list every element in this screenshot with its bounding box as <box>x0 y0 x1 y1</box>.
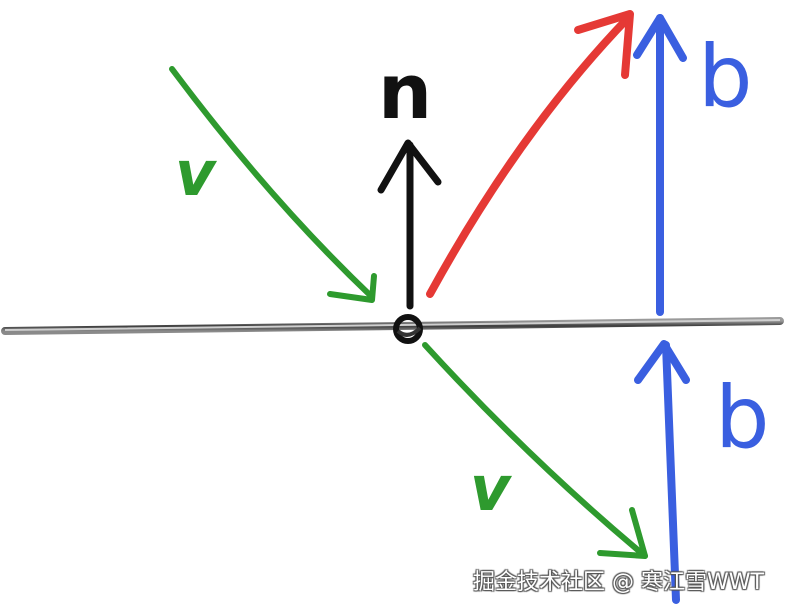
label-b-upper: b <box>698 27 753 127</box>
b-vector-upper <box>633 14 687 316</box>
watermark-text: 掘金技术社区 @ 寒江雪WWT <box>473 570 764 595</box>
reflected-vector <box>426 10 634 298</box>
origin-point <box>393 314 423 344</box>
incident-vector-v <box>169 66 377 303</box>
continued-vector-v <box>422 342 648 559</box>
normal-vector-n <box>377 139 442 310</box>
label-n: n <box>378 47 432 136</box>
label-v-continued: v <box>470 452 513 525</box>
surface-line <box>1 317 784 335</box>
label-v-incident: v <box>175 137 218 210</box>
b-vector-lower <box>634 340 690 604</box>
label-b-lower: b <box>715 368 770 468</box>
